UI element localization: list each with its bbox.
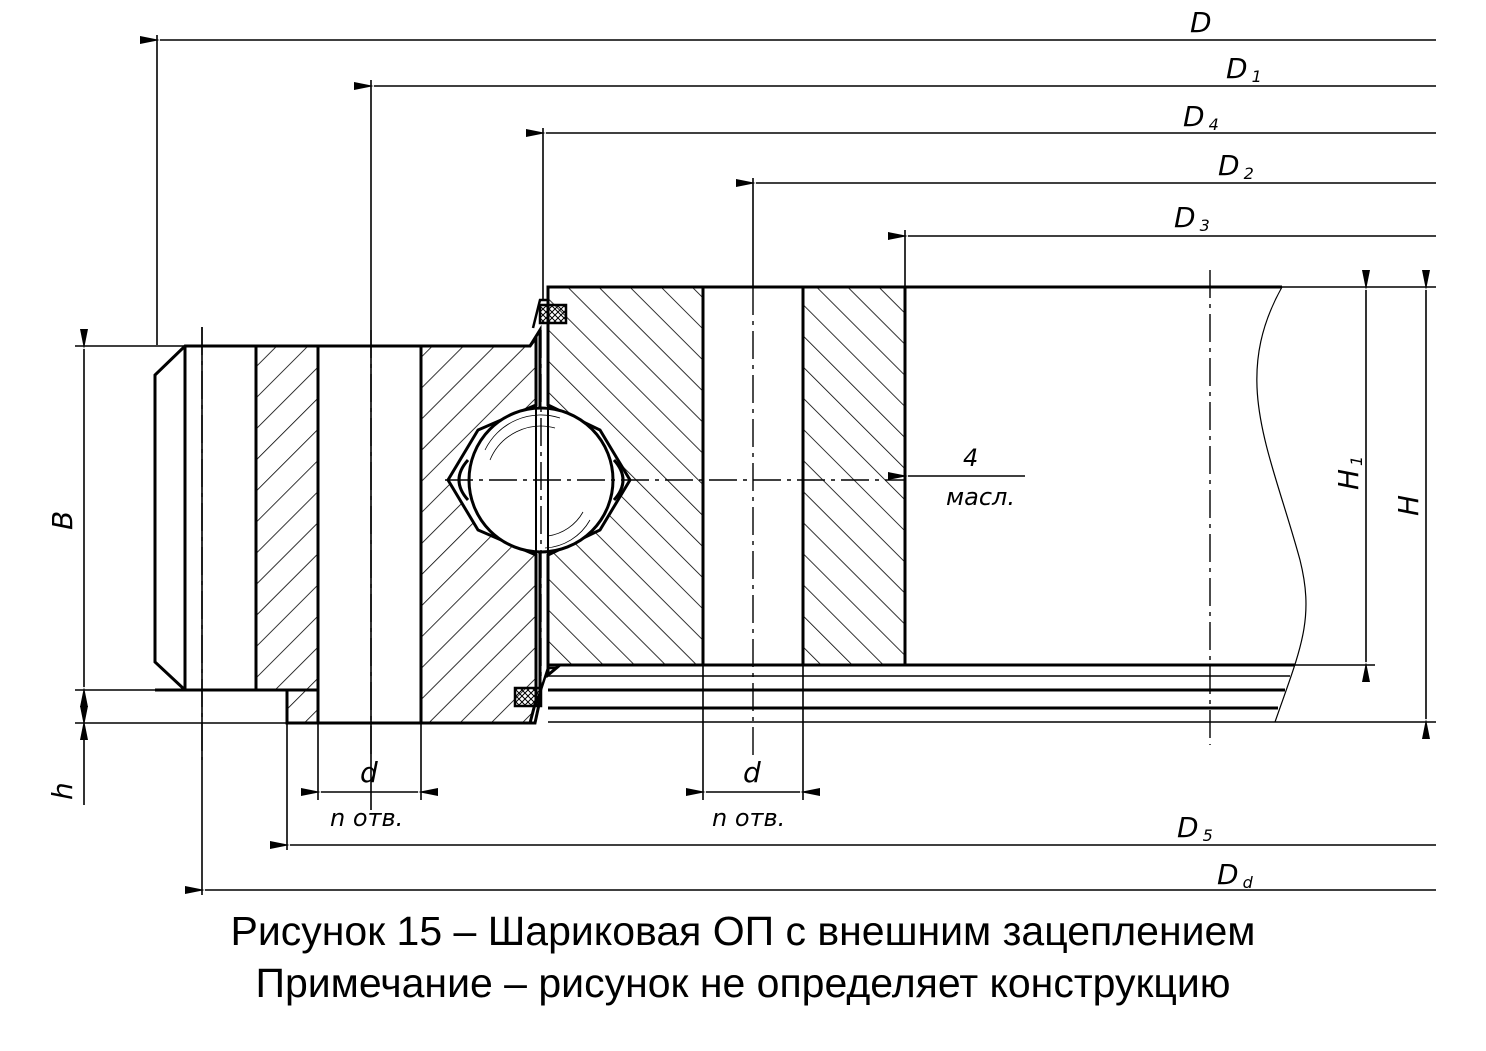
label-B: B [46, 511, 79, 530]
seal-top [538, 303, 568, 325]
figure-caption: Рисунок 15 – Шариковая ОП с внешним заце… [0, 905, 1486, 1009]
inner-ring-hatch-b [801, 285, 907, 667]
label-h: h [46, 782, 79, 800]
label-D: D [1190, 6, 1212, 39]
outer-ring-hatch-a [254, 344, 320, 692]
diameter-dimensions-top [140, 35, 1436, 810]
caption-title: Рисунок 15 – Шариковая ОП с внешним заце… [230, 908, 1256, 954]
bottom-plates [548, 675, 1290, 723]
caption-note: Примечание – рисунок не определяет конст… [255, 960, 1231, 1006]
height-dimensions [75, 270, 1436, 805]
label-oil: масл. [946, 483, 1015, 511]
hole-dimensions [301, 665, 820, 800]
break-line [1256, 286, 1307, 723]
ball-shading [484, 414, 591, 549]
centre-lines [201, 270, 1211, 760]
label-H: H [1392, 495, 1425, 516]
seal-top-lip [531, 298, 548, 329]
label-H1: H1 [1332, 456, 1366, 490]
label-n-holes-left: n отв. [330, 804, 403, 832]
label-d-left: d [360, 756, 378, 789]
outer-ring-hatch-b [256, 690, 318, 723]
label-oil-number: 4 [963, 444, 978, 472]
seal-bottom-lip [534, 666, 556, 706]
label-d-right: d [743, 756, 761, 789]
label-n-holes-right: n отв. [712, 804, 785, 832]
